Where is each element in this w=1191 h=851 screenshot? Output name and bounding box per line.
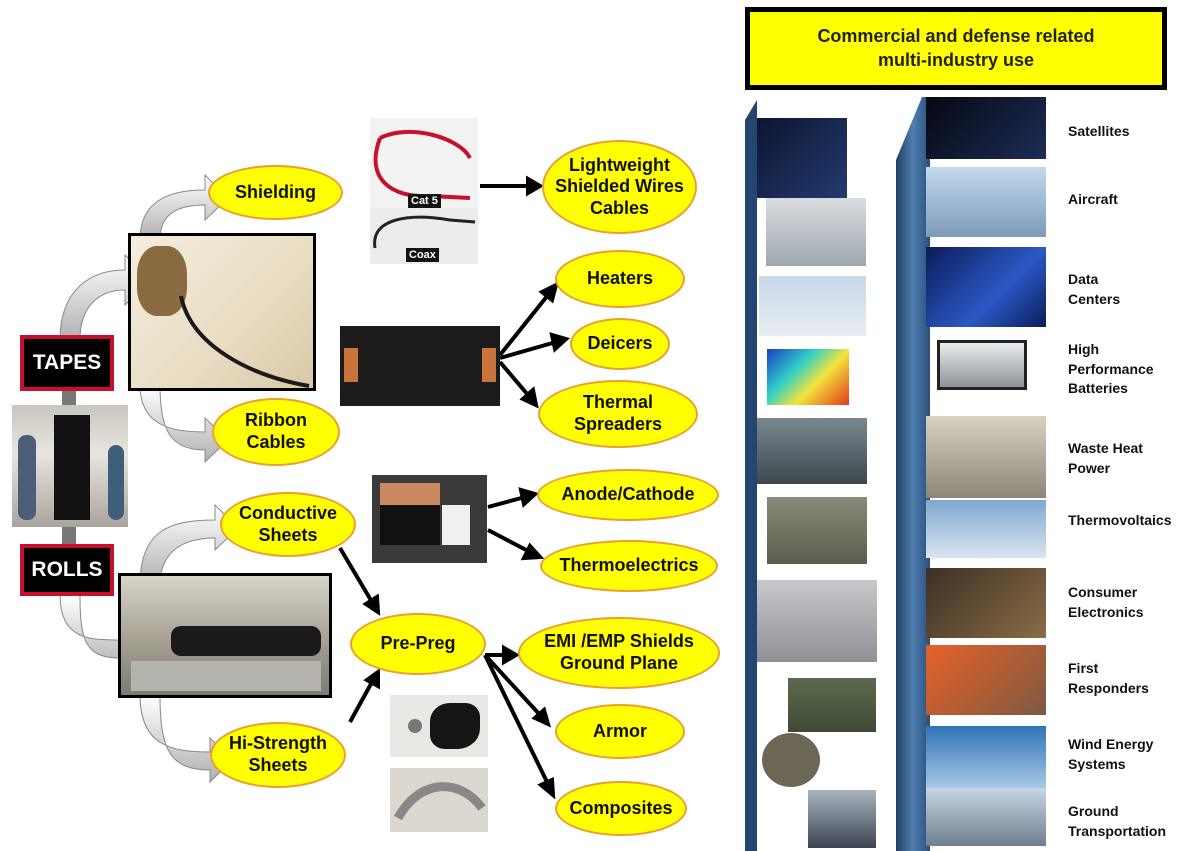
tapes-connector: [62, 390, 76, 408]
industry-label-thermovoltaics: Thermovoltaics: [1068, 512, 1172, 528]
industry-label-batteries: High Performance Batteries: [1068, 341, 1154, 397]
cat5-cable-photo: Cat 5: [370, 118, 478, 208]
power-plant-photo: [926, 416, 1046, 498]
node-heaters: Heaters: [555, 250, 685, 308]
node-hi-strength-sheets: Hi-Strength Sheets: [210, 722, 346, 788]
black-arrows: [338, 175, 571, 800]
aircraft-photo: [926, 167, 1046, 237]
composite-sample-photo: [390, 768, 488, 832]
node-thermoelectrics: Thermoelectrics: [540, 540, 718, 592]
lab-photo: [12, 405, 128, 527]
right-column-panel: [896, 97, 930, 851]
industry-label-wind-energy: Wind Energy Systems: [1068, 736, 1154, 772]
rolls-tag: ROLLS: [20, 544, 114, 596]
node-lightweight-cables: Lightweight Shielded Wires Cables: [542, 140, 697, 234]
thermal-map-photo: [767, 349, 849, 405]
cat5-label: Cat 5: [408, 194, 441, 208]
drone-photo: [759, 276, 866, 336]
node-composites: Composites: [555, 781, 687, 836]
node-emi-shields: EMI /EMP Shields Ground Plane: [518, 617, 720, 689]
coax-label: Coax: [406, 248, 439, 262]
armor-sample-photo: [390, 695, 488, 757]
industry-label-first-responders: First Responders: [1068, 660, 1149, 696]
jet-fighter-photo: [757, 580, 877, 662]
humvee-photo: [788, 678, 876, 732]
industry-label-aircraft: Aircraft: [1068, 191, 1118, 207]
helicopter-photo: [766, 198, 866, 266]
heater-film-photo: [340, 326, 500, 406]
node-deicers: Deicers: [570, 318, 670, 370]
soldier-photo: [767, 497, 867, 564]
control-room-photo: [757, 418, 867, 484]
battery-photo: [937, 340, 1027, 390]
thermovoltaic-photo: [926, 500, 1046, 558]
node-conductive-sheets: Conductive Sheets: [220, 492, 356, 557]
first-responders-photo: [926, 645, 1046, 715]
node-shielding: Shielding: [208, 165, 343, 220]
electrode-sample-photo: [372, 475, 487, 563]
node-ribbon-cables: Ribbon Cables: [212, 398, 340, 466]
industry-label-waste-heat: Waste Heat Power: [1068, 440, 1143, 476]
industry-label-consumer-electronics: Consumer Electronics: [1068, 584, 1144, 620]
helmet-photo: [762, 733, 820, 787]
rolls-connector: [62, 525, 76, 545]
industry-label-data-centers: Data Centers: [1068, 271, 1121, 307]
stealth-ship-photo: [808, 790, 876, 848]
node-thermal-spreaders: Thermal Spreaders: [538, 380, 698, 448]
industry-label-satellites: Satellites: [1068, 123, 1130, 139]
coax-cable-photo: Coax: [370, 208, 478, 264]
satellite-photo: [926, 97, 1046, 159]
roll-machine-photo: [118, 573, 332, 698]
industry-banner: Commercial and defense related multi-ind…: [745, 7, 1167, 90]
node-anode-cathode: Anode/Cathode: [537, 469, 719, 521]
train-photo: [926, 788, 1046, 846]
industry-label-ground-transportation: Ground Transportation: [1068, 803, 1167, 839]
satellite-photo-left: [757, 118, 847, 198]
consumer-electronics-photo: [926, 568, 1046, 638]
node-pre-preg: Pre-Preg: [350, 613, 486, 675]
node-armor: Armor: [555, 704, 685, 759]
tape-sample-photo: [128, 233, 316, 391]
data-center-photo: [926, 247, 1046, 327]
wind-energy-photo: [926, 726, 1046, 788]
tapes-tag: TAPES: [20, 335, 114, 391]
